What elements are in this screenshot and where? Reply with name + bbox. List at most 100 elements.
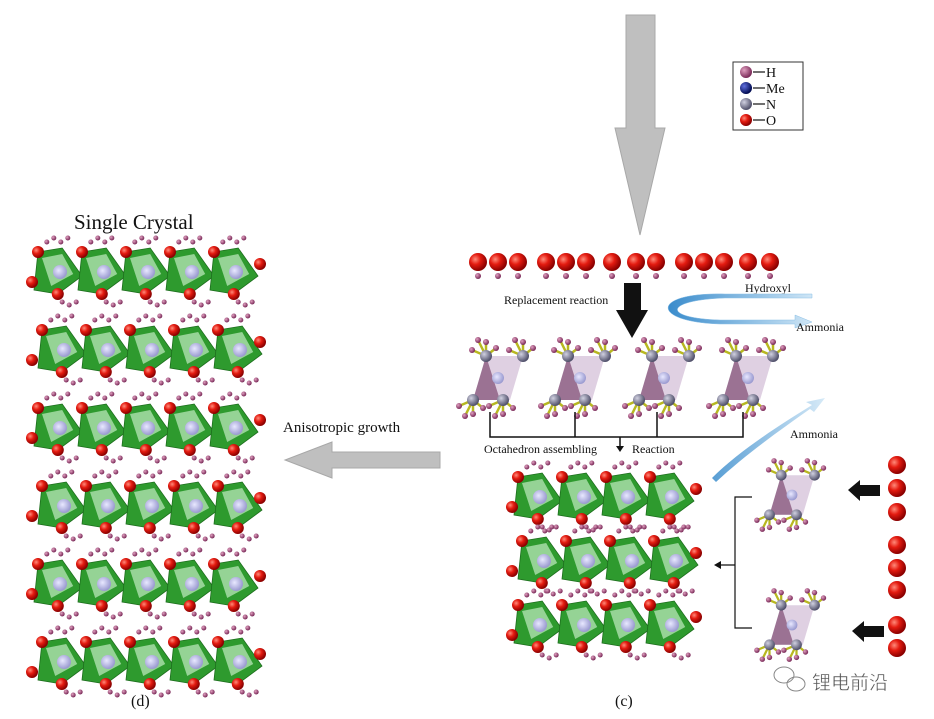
hydrogen-atom <box>227 391 233 397</box>
oxygen-atom <box>506 565 518 577</box>
legend-label-h: H <box>766 66 776 81</box>
metal-center <box>577 618 591 632</box>
metal-center <box>57 343 71 357</box>
hydrogen-atom <box>786 526 792 532</box>
hydrogen-atom <box>760 405 766 411</box>
hydrogen-atom <box>743 345 749 351</box>
hydrogen-atom <box>793 524 800 531</box>
hydrogen-atom <box>588 347 594 353</box>
hydrogen-atom <box>62 629 68 635</box>
hydrogen-atom <box>799 597 805 603</box>
oxygen-atom <box>619 513 632 525</box>
metal-center <box>189 499 203 513</box>
hydrogen-atom <box>802 519 809 525</box>
oxygen-atom <box>254 492 266 504</box>
hydrogen-atom <box>165 689 171 695</box>
hydrogen-atom <box>568 464 574 470</box>
hydrogen-atom <box>524 592 530 598</box>
hydroxyl-oxygen <box>888 639 906 657</box>
metal-center <box>141 421 155 435</box>
oxygen-atom <box>663 513 676 525</box>
hydrogen-atom <box>63 377 69 383</box>
hydrogen-atom <box>103 611 109 617</box>
hydrogen-atom <box>114 536 120 542</box>
nitrogen-atom <box>633 394 645 406</box>
hydrogen-atom <box>224 629 230 635</box>
hydrogen-atom <box>531 588 537 594</box>
oxygen-atom <box>168 480 180 492</box>
nitrogen-atom <box>517 350 529 362</box>
hydrogen-atom <box>754 517 760 523</box>
hydrogen-atom <box>242 458 248 464</box>
hydrogen-atom <box>132 551 138 557</box>
oxygen-atom <box>164 402 176 414</box>
hydrogen-atom <box>590 655 596 661</box>
oxygen-atom <box>124 324 136 336</box>
hydrogen-atom <box>568 592 574 598</box>
metal-center <box>233 499 247 513</box>
hydrogen-atom <box>161 455 167 461</box>
oxygen-atom <box>36 636 48 648</box>
hydrogen-atom <box>666 411 672 417</box>
hydrogen-atom <box>153 547 159 553</box>
hydrogen-atom <box>95 547 101 553</box>
metal-center <box>189 655 203 669</box>
oxygen-atom <box>600 471 612 483</box>
hydrogen-atom <box>62 473 68 479</box>
hydrogen-atom <box>538 464 544 470</box>
hydrogen-atom <box>195 689 201 695</box>
oxygen-atom <box>644 599 656 611</box>
nitrogen-atom <box>467 394 479 406</box>
hydrogen-atom <box>231 625 237 631</box>
nitrogen-atom <box>730 350 742 362</box>
hydrogen-atom <box>627 652 633 658</box>
hydrogen-atom <box>241 391 247 397</box>
ammonia-label-mid: Ammonia <box>790 427 839 441</box>
hydrogen-atom <box>194 629 200 635</box>
legend-label-o: O <box>766 114 776 129</box>
hydrogen-atom <box>759 656 765 662</box>
oxygen-atom <box>579 577 592 589</box>
hydrogen-atom <box>201 313 207 319</box>
hydrogen-atom <box>245 313 251 319</box>
hydrogen-atom <box>633 273 639 279</box>
hydrogen-atom <box>545 460 551 466</box>
wechat-icon <box>773 666 806 692</box>
hydrogen-atom <box>495 273 501 279</box>
hydrogen-atom <box>51 391 57 397</box>
oxygen-atom <box>139 444 152 456</box>
metal-center <box>669 554 683 568</box>
hydroxyl-label: Hydroxyl <box>745 281 792 295</box>
hydroxyl-oxygen <box>888 503 906 521</box>
hydrogen-atom <box>245 625 251 631</box>
reaction-label: Reaction <box>632 442 675 456</box>
hydrogen-atom <box>235 299 241 305</box>
hydrogen-atom <box>59 611 65 617</box>
legend-label-me: Me <box>766 82 785 97</box>
hydrogen-atom <box>55 469 61 475</box>
oxygen-atom <box>183 444 196 456</box>
hydrogen-atom <box>671 652 677 658</box>
oxygen-atom <box>26 354 38 366</box>
oxygen-atom <box>187 678 200 690</box>
hydrogen-atom <box>157 625 163 631</box>
hydrogen-atom <box>234 239 240 245</box>
nitrogen-atom <box>764 509 775 521</box>
hydrogen-atom <box>646 405 652 411</box>
hydroxyl-oxygen <box>675 253 693 271</box>
oxygen-atom <box>227 288 240 300</box>
hydrogen-atom <box>583 652 589 658</box>
crystal-layer <box>26 547 266 620</box>
hydrogen-atom <box>528 528 534 534</box>
hydrogen-atom <box>183 547 189 553</box>
hydrogen-atom <box>677 588 683 594</box>
hydrogen-atom <box>636 411 642 417</box>
hydrogen-atom <box>234 395 240 401</box>
hydrogen-atom <box>88 395 94 401</box>
oxygen-atom <box>506 501 518 513</box>
oxygen-atom <box>556 599 568 611</box>
oxygen-atom <box>231 522 244 534</box>
hydrogen-atom <box>787 595 793 601</box>
hydrogen-atom <box>151 377 157 383</box>
oxygen-atom <box>254 648 266 660</box>
